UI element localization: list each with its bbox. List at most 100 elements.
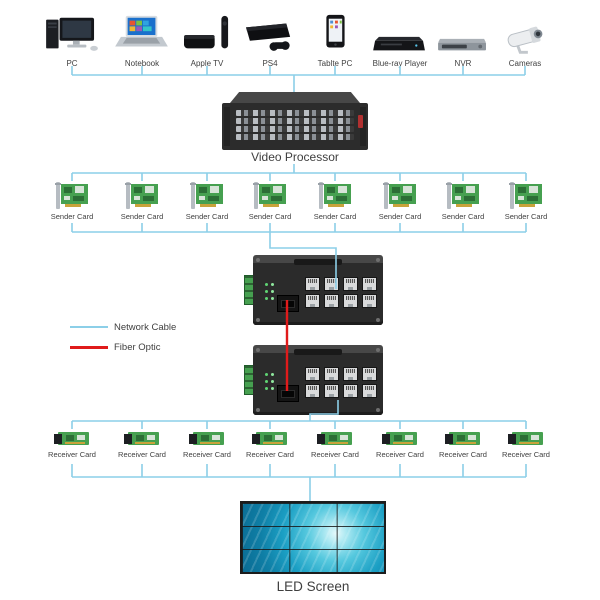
rj45-port: [305, 294, 320, 308]
legend-label: Fiber Optic: [114, 341, 161, 353]
video-processor: [222, 92, 368, 150]
sender-card: Sender Card: [300, 181, 370, 221]
device-tablet: Tablte PC: [300, 8, 370, 68]
sender-card-icon: [446, 182, 479, 209]
sfp-port: [277, 295, 299, 312]
rj45-port: [343, 384, 358, 398]
sender-card-label: Sender Card: [50, 212, 94, 221]
sender-card: Sender Card: [428, 181, 498, 221]
vent-slot: [294, 349, 342, 355]
receiver-card-icon: [382, 432, 417, 445]
rj45-port: [362, 367, 377, 381]
device-label: Apple TV: [190, 59, 224, 68]
rj45-port: [362, 294, 377, 308]
security-camera-icon: [507, 26, 543, 54]
video-processor-front: [222, 103, 368, 150]
receiver-card-icon: [445, 432, 480, 445]
receiver-card: Receiver Card: [428, 429, 498, 459]
rj45-port: [324, 367, 339, 381]
rj45-port: [343, 294, 358, 308]
device-label: Cameras: [508, 59, 542, 68]
receiver-card: Receiver Card: [300, 429, 370, 459]
switch-body: [253, 255, 383, 325]
sender-card: Sender Card: [491, 181, 561, 221]
device-ps4: PS4: [235, 8, 305, 68]
receiver-card: Receiver Card: [235, 429, 305, 459]
sfp-port: [277, 385, 299, 402]
rj45-port: [324, 277, 339, 291]
rj45-port: [305, 277, 320, 291]
rj45-port: [305, 367, 320, 381]
rj45-port: [343, 367, 358, 381]
device-label: PC: [66, 59, 78, 68]
fiber-switch-1: [244, 255, 384, 325]
receiver-card-icon: [189, 432, 224, 445]
device-label: NVR: [454, 59, 472, 68]
receiver-card-label: Receiver Card: [439, 450, 487, 459]
receiver-card-label: Receiver Card: [246, 450, 294, 459]
device-label: Blue-ray Player: [372, 59, 428, 68]
sender-card-label: Sender Card: [441, 212, 485, 221]
sender-card: Sender Card: [107, 181, 177, 221]
rj45-port-grid: [305, 277, 377, 308]
legend-fiber-optic: Fiber Optic: [70, 337, 176, 357]
fiber-switch-2: [244, 345, 384, 415]
rj45-port: [362, 384, 377, 398]
bluray-player-icon: [373, 36, 425, 51]
nvr-icon: [438, 38, 486, 51]
rj45-port: [324, 294, 339, 308]
sender-card-icon: [509, 182, 542, 209]
receiver-card: Receiver Card: [365, 429, 435, 459]
desktop-pc-icon: [46, 17, 98, 51]
led-screen: [240, 501, 386, 574]
laptop-icon: [115, 15, 168, 47]
receiver-card-label: Receiver Card: [48, 450, 96, 459]
device-cameras: Cameras: [490, 8, 560, 68]
sender-card: Sender Card: [235, 181, 305, 221]
receiver-card-icon: [252, 432, 287, 445]
rj45-port: [343, 277, 358, 291]
sender-card-label: Sender Card: [185, 212, 229, 221]
receiver-card-label: Receiver Card: [311, 450, 359, 459]
device-label: PS4: [262, 59, 278, 68]
rj45-port: [324, 384, 339, 398]
legend-label: Network Cable: [114, 321, 177, 333]
sender-card-label: Sender Card: [120, 212, 164, 221]
sender-card: Sender Card: [172, 181, 242, 221]
apple-tv-icon: [184, 15, 229, 49]
sender-card-icon: [253, 182, 286, 209]
sender-card-label: Sender Card: [504, 212, 548, 221]
receiver-card: Receiver Card: [107, 429, 177, 459]
sender-card-icon: [383, 182, 416, 209]
sender-card-label: Sender Card: [313, 212, 357, 221]
rj45-port-grid: [305, 367, 377, 398]
receiver-card-icon: [124, 432, 159, 445]
sender-card: Sender Card: [365, 181, 435, 221]
device-apple-tv: Apple TV: [172, 8, 242, 68]
game-console-icon: [246, 23, 291, 51]
rj45-port: [305, 384, 320, 398]
receiver-card-label: Receiver Card: [118, 450, 166, 459]
fiber-optic-swatch-icon: [70, 345, 108, 349]
legend-network-cable: Network Cable: [70, 317, 176, 337]
network-cable-swatch-icon: [70, 326, 108, 328]
device-label: Notebook: [124, 59, 160, 68]
video-wall-grid: [242, 503, 384, 572]
vent-slot: [294, 259, 342, 265]
device-notebook: Notebook: [107, 8, 177, 68]
device-bluray-player: Blue-ray Player: [365, 8, 435, 68]
power-switch: [358, 115, 363, 128]
sender-card-icon: [125, 182, 158, 209]
rj45-port: [362, 277, 377, 291]
receiver-card-label: Receiver Card: [376, 450, 424, 459]
device-pc: PC: [37, 8, 107, 68]
receiver-card-icon: [508, 432, 543, 445]
sender-card-label: Sender Card: [378, 212, 422, 221]
receiver-card-label: Receiver Card: [183, 450, 231, 459]
status-led-icons: [265, 373, 268, 376]
sender-card-icon: [190, 182, 223, 209]
sender-card-icon: [55, 182, 88, 209]
video-processor-label: Video Processor: [251, 150, 339, 164]
device-nvr: NVR: [428, 8, 498, 68]
